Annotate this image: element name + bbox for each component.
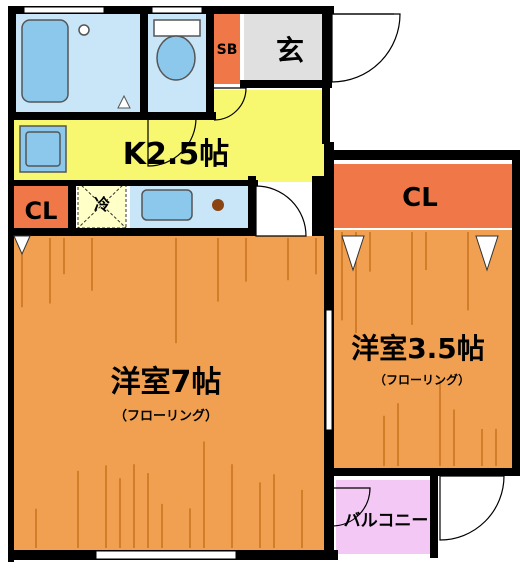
western-small-sub: （フローリング） bbox=[374, 372, 470, 387]
fridge-cross bbox=[77, 181, 127, 229]
door-balcony bbox=[439, 475, 505, 541]
western-small-label: 洋室3.5帖 bbox=[351, 332, 485, 365]
window-bottom bbox=[95, 550, 237, 560]
toilet-icon bbox=[156, 35, 196, 81]
toilet-tank-icon bbox=[153, 19, 201, 37]
door-closet-left bbox=[13, 235, 31, 256]
flooring-lines-small bbox=[341, 232, 497, 466]
window-bath bbox=[23, 6, 105, 14]
closet-doors-right bbox=[341, 235, 499, 272]
fridge-label: 冷 bbox=[94, 195, 110, 214]
bath-faucet-icon bbox=[78, 24, 90, 36]
door-large-room bbox=[255, 185, 307, 237]
door-entrance bbox=[331, 13, 401, 83]
window-right-wall bbox=[325, 309, 333, 431]
western-room-large-floor bbox=[12, 236, 330, 552]
stove-icon bbox=[212, 199, 224, 211]
bath-drain-icon bbox=[117, 94, 131, 109]
shoebox-label: SB bbox=[217, 42, 238, 58]
stove-sink-icon bbox=[141, 189, 193, 221]
window-toilet bbox=[151, 6, 203, 14]
closet-left-label: CL bbox=[25, 197, 58, 225]
entrance-label: 玄 bbox=[276, 34, 304, 67]
closet-right-label: CL bbox=[402, 183, 438, 213]
sink-icon bbox=[25, 131, 61, 167]
balcony-floor bbox=[336, 480, 436, 554]
shoebox-area bbox=[214, 14, 240, 84]
door-bath bbox=[147, 117, 197, 167]
kitchen-label: K2.5帖 bbox=[123, 137, 229, 172]
fridge-cross bbox=[77, 181, 127, 229]
flooring-lines-large bbox=[21, 238, 317, 548]
door-toilet bbox=[213, 87, 247, 121]
closet-left bbox=[14, 186, 68, 230]
door-balcony-inner bbox=[331, 487, 371, 527]
closet-right bbox=[334, 164, 512, 228]
bathtub-icon bbox=[21, 19, 69, 103]
balcony-label: バルコニー bbox=[344, 511, 429, 531]
western-large-sub: （フローリング） bbox=[114, 408, 218, 424]
western-large-label: 洋室7帖 bbox=[111, 365, 222, 400]
entrance-floor bbox=[244, 14, 322, 84]
